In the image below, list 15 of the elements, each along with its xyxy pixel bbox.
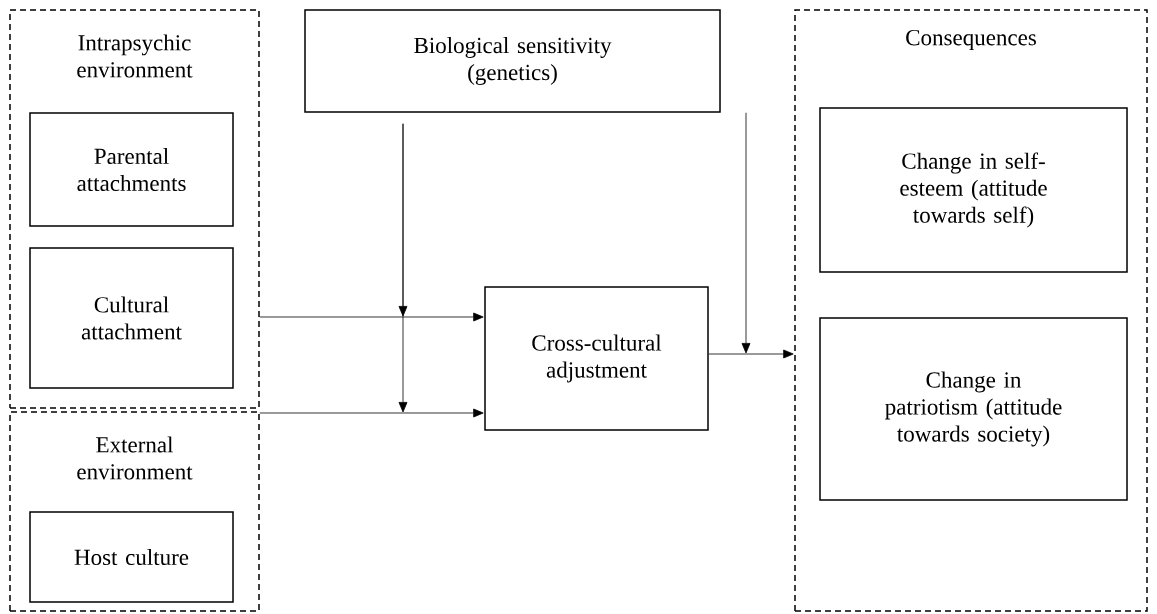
arrow: [259, 408, 484, 418]
group-heading: External environment: [77, 436, 193, 480]
process-box: Cross-cultural adjustment: [484, 286, 709, 431]
group-heading: Intrapsychic environment: [77, 34, 193, 78]
arrow: [259, 312, 484, 322]
process-box: Host culture: [29, 511, 234, 603]
arrow: [741, 112, 751, 354]
group-heading: Consequences: [906, 29, 1036, 51]
process-box: Parental attachments: [29, 112, 234, 227]
arrow: [398, 123, 408, 413]
process-box: Biological sensitivity (genetics): [304, 9, 721, 113]
arrow: [708, 349, 794, 359]
process-box: Change in self-esteem (attitude towards self): [819, 107, 1128, 273]
process-box: Cultural attachment: [29, 247, 234, 389]
process-box: Change in patriotism (attitude towards society): [819, 317, 1128, 501]
